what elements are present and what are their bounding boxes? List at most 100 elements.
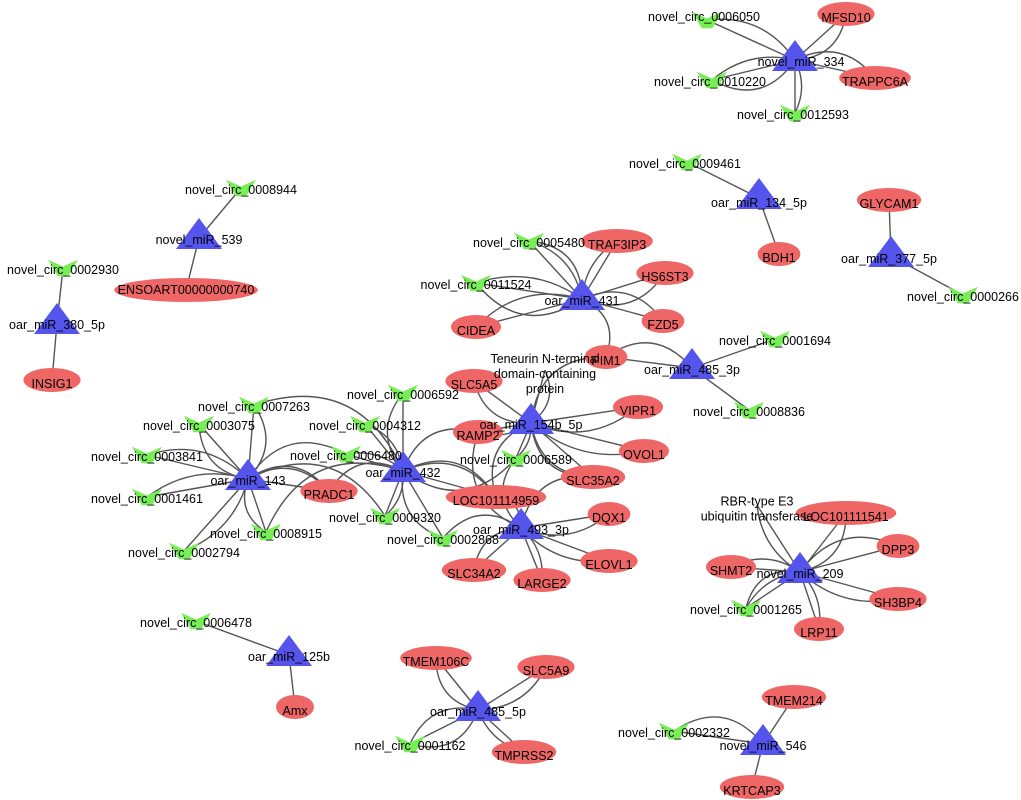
- circrna-node-novel-circ-0001162[interactable]: [395, 735, 425, 753]
- mrna-node-dqx1[interactable]: [587, 502, 631, 526]
- node-label-novel-circ-0008915: novel_circ_0008915: [210, 527, 322, 541]
- node-label-slc5a9: SLC5A9: [523, 664, 570, 678]
- mirna-node-oar-mir-154b-5p[interactable]: [508, 403, 554, 434]
- mirna-node-oar-mir-134-5p[interactable]: [736, 178, 782, 209]
- mrna-node-fzd5[interactable]: [641, 309, 685, 333]
- node-label-novel-circ-0006478: novel_circ_0006478: [140, 616, 252, 630]
- mrna-node-krtcap3[interactable]: [719, 775, 785, 799]
- mrna-node-dpp3[interactable]: [876, 534, 920, 558]
- mrna-node-loc101111541[interactable]: [795, 501, 897, 525]
- circrna-node-novel-circ-0006478[interactable]: [181, 612, 211, 630]
- mirna-node-novel-mir-539[interactable]: [176, 218, 222, 249]
- mrna-node-pradc1[interactable]: [300, 479, 358, 503]
- mirna-node-oar-mir-485-3p[interactable]: [669, 348, 715, 379]
- node-label-vipr1: VIPR1: [620, 404, 656, 418]
- node-label-novel-circ-0008836: novel_circ_0008836: [693, 405, 805, 419]
- mirna-node-oar-mir-432[interactable]: [380, 451, 426, 482]
- node-label-bdh1: BDH1: [762, 251, 795, 265]
- circrna-node-novel-circ-0002868[interactable]: [428, 529, 458, 547]
- mrna-node-ramp2[interactable]: [453, 420, 503, 444]
- node-label-dpp3: DPP3: [882, 543, 915, 557]
- mrna-node-traf3ip3[interactable]: [581, 229, 653, 253]
- circrna-node-novel-circ-0010220[interactable]: [697, 71, 727, 89]
- node-label-novel-circ-0012593: novel_circ_0012593: [737, 108, 849, 122]
- circrna-node-novel-circ-0009461[interactable]: [672, 153, 702, 171]
- node-label-elovl1: ELOVL1: [585, 558, 632, 572]
- node-label-novel-circ-0006480: novel_circ_0006480: [290, 449, 402, 463]
- node-label-oar-mir-493-3p: oar_miR_493_3p: [473, 523, 569, 537]
- mirna-node-oar-mir-143[interactable]: [225, 459, 271, 490]
- circrna-node-novel-circ-0007263[interactable]: [239, 396, 269, 414]
- node-label-krtcap3: KRTCAP3: [723, 784, 780, 798]
- circrna-node-novel-circ-0006050[interactable]: [692, 11, 722, 29]
- circrna-node-novel-circ-0002794[interactable]: [169, 542, 199, 560]
- mrna-node-bdh1[interactable]: [757, 242, 801, 266]
- node-label-fzd5: FZD5: [647, 318, 678, 332]
- mrna-node-tmem214[interactable]: [761, 685, 827, 709]
- mirna-node-novel-mir-546[interactable]: [740, 724, 786, 755]
- circrna-node-novel-circ-0003841[interactable]: [132, 446, 162, 464]
- mrna-node-glycam1[interactable]: [856, 188, 922, 212]
- mrna-node-slc34a2[interactable]: [441, 558, 507, 582]
- circrna-node-novel-circ-0002332[interactable]: [659, 722, 689, 740]
- node-label-novel-mir-209: novel_miR_209: [757, 567, 844, 581]
- mrna-node-mfsd10[interactable]: [817, 2, 875, 26]
- edge-layer: [51, 13, 964, 788]
- mrna-node-ensoart00000000740[interactable]: [114, 278, 258, 302]
- circrna-node-novel-circ-0003075[interactable]: [184, 415, 214, 433]
- mrna-node-lrp11[interactable]: [794, 617, 844, 641]
- mrna-node-pim1[interactable]: [584, 345, 628, 369]
- mrna-node-slc35a2[interactable]: [560, 465, 626, 489]
- mirna-node-oar-mir-485-5p[interactable]: [455, 690, 501, 721]
- circrna-node-novel-circ-0001694[interactable]: [760, 330, 790, 348]
- circrna-node-novel-circ-0001461[interactable]: [132, 488, 162, 506]
- node-label-oar-mir-377-5p: oar_miR_377_5p: [841, 252, 937, 266]
- mirna-node-novel-mir-334[interactable]: [772, 40, 818, 71]
- circrna-node-novel-circ-0002930[interactable]: [48, 259, 78, 277]
- circrna-node-novel-circ-0006592[interactable]: [388, 384, 418, 402]
- mrna-node-tmem106c[interactable]: [400, 646, 472, 670]
- mrna-node-cidea[interactable]: [451, 315, 501, 339]
- circrna-node-novel-circ-0006589[interactable]: [501, 449, 531, 467]
- circrna-node-novel-circ-0001265[interactable]: [731, 599, 761, 617]
- mirna-node-oar-mir-493-3p[interactable]: [498, 508, 544, 539]
- mrna-node-tmprss2[interactable]: [491, 740, 557, 764]
- mrna-node-trappc6a[interactable]: [839, 66, 911, 90]
- circrna-node-novel-circ-0000266[interactable]: [948, 286, 978, 304]
- mirna-node-oar-mir-377-5p[interactable]: [868, 236, 914, 267]
- circrna-node-novel-circ-0011524[interactable]: [461, 274, 491, 292]
- circrna-node-novel-circ-0008836[interactable]: [734, 401, 764, 419]
- node-label-novel-circ-0008944: novel_circ_0008944: [185, 183, 297, 197]
- circrna-node-novel-circ-0008915[interactable]: [251, 523, 281, 541]
- node-label-loc101111541: LOC101111541: [803, 510, 889, 524]
- circrna-node-novel-circ-0008944[interactable]: [226, 179, 256, 197]
- mrna-node-slc5a9[interactable]: [517, 655, 575, 679]
- mrna-node-shmt2[interactable]: [706, 555, 756, 579]
- edge-oar-mir-143-novel-circ-0003841-arc: [146, 448, 249, 480]
- circrna-node-novel-circ-0004312[interactable]: [350, 415, 380, 433]
- circrna-node-novel-circ-0006480[interactable]: [331, 445, 361, 463]
- circrna-node-novel-circ-0005480[interactable]: [514, 232, 544, 250]
- node-label-traf3ip3: TRAF3IP3: [588, 238, 646, 252]
- circrna-node-novel-circ-0012593[interactable]: [780, 104, 810, 122]
- mrna-node-hs6st3[interactable]: [636, 261, 694, 285]
- mrna-node-ovol1[interactable]: [619, 439, 669, 463]
- node-label-glycam1: GLYCAM1: [860, 197, 919, 211]
- mrna-node-large2[interactable]: [513, 568, 571, 592]
- mrna-node-slc5a5[interactable]: [445, 369, 503, 393]
- mirna-node-oar-mir-431[interactable]: [559, 279, 605, 310]
- mrna-node-amx[interactable]: [276, 695, 314, 719]
- mrna-node-loc101114959[interactable]: [445, 485, 547, 509]
- mrna-node-insig1[interactable]: [23, 368, 81, 392]
- mirna-node-oar-mir-380-5p[interactable]: [34, 303, 80, 334]
- mrna-node-vipr1[interactable]: [613, 395, 663, 419]
- mirna-node-oar-mir-125b[interactable]: [266, 635, 312, 666]
- node-label-oar-mir-380-5p: oar_miR_380_5p: [9, 318, 105, 332]
- mrna-node-sh3bp4[interactable]: [869, 587, 927, 611]
- mirna-node-novel-mir-209[interactable]: [777, 552, 823, 583]
- node-label-novel-circ-0006050: novel_circ_0006050: [648, 10, 760, 24]
- mrna-node-elovl1[interactable]: [580, 549, 638, 573]
- node-label-amx: Amx: [283, 704, 309, 718]
- node-label-novel-circ-0001265: novel_circ_0001265: [690, 603, 802, 617]
- circrna-node-novel-circ-0009320[interactable]: [370, 507, 400, 525]
